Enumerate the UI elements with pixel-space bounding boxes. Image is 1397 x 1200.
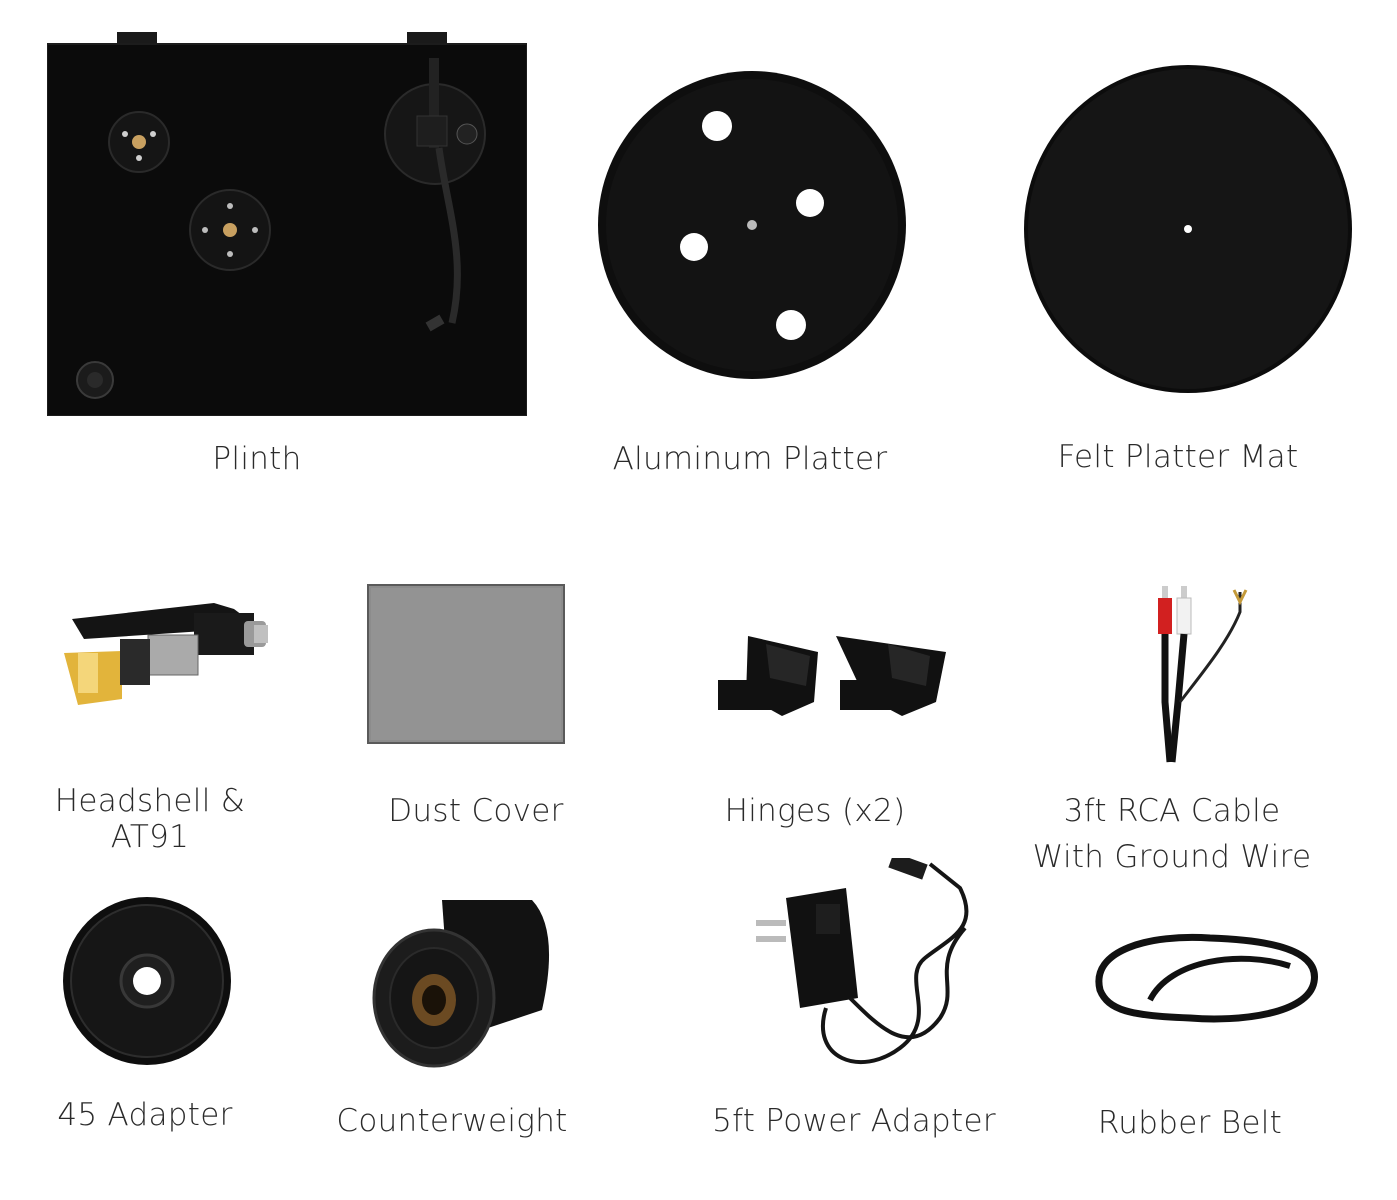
adapter-45-label: 45 Adapter [57, 1097, 233, 1133]
dust-cover-label: Dust Cover [388, 793, 564, 829]
adapter-45-icon [62, 896, 232, 1066]
plinth-icon [47, 28, 527, 416]
hinges-label: Hinges (x2) [724, 793, 906, 829]
rca-cable-icon [1148, 582, 1258, 764]
hinge-icon [718, 636, 950, 720]
counterweight-icon [372, 890, 560, 1070]
rubber-belt-icon [1090, 930, 1320, 1026]
rca-label-line1: 3ft RCA Cable [1063, 793, 1281, 829]
power-adapter-icon [750, 858, 980, 1086]
headshell-label-line2: AT91 [110, 819, 190, 855]
dust-cover-icon [367, 584, 565, 744]
platter-icon [597, 70, 907, 380]
headshell-icon [64, 595, 274, 715]
rca-label-line2: With Ground Wire [1032, 839, 1312, 875]
plinth-label: Plinth [212, 441, 302, 477]
rubber-belt-label: Rubber Belt [1097, 1105, 1283, 1141]
felt-mat-icon [1023, 64, 1353, 394]
headshell-label-line1: Headshell & [54, 783, 246, 819]
felt-mat-label: Felt Platter Mat [1057, 439, 1299, 475]
platter-label: Aluminum Platter [612, 441, 888, 477]
power-adapter-label: 5ft Power Adapter [712, 1103, 996, 1139]
counterweight-label: Counterweight [336, 1103, 568, 1139]
